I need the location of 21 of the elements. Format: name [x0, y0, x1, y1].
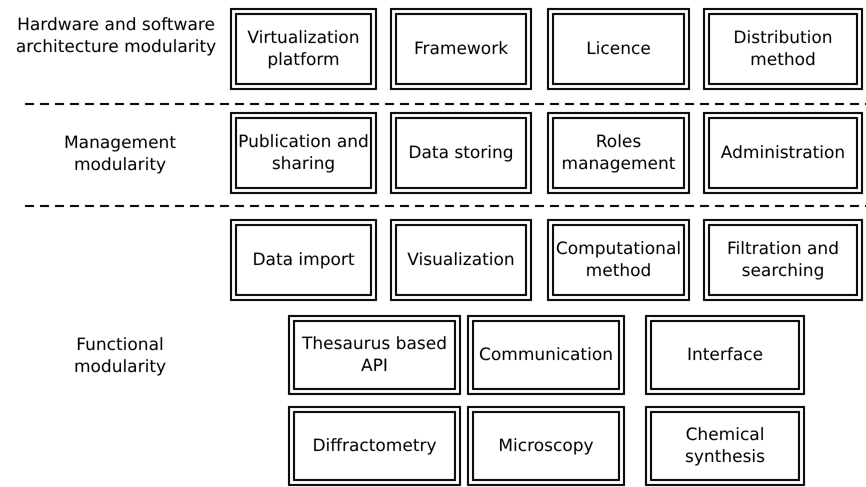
- module-box: Administration: [703, 112, 863, 194]
- module-box: Framework: [390, 8, 532, 90]
- module-box: Data storing: [390, 112, 532, 194]
- module-box: Diffractometry: [288, 406, 461, 486]
- module-box: Roles management: [547, 112, 690, 194]
- module-box: Microscopy: [467, 406, 625, 486]
- module-box: Visualization: [390, 219, 532, 301]
- module-box: Distribution method: [703, 8, 863, 90]
- layer-label: Hardware and software architecture modularity: [14, 14, 218, 58]
- module-box: Thesaurus based API: [288, 315, 461, 395]
- module-box: Computational method: [547, 219, 690, 301]
- module-box: Virtualization platform: [230, 8, 377, 90]
- module-box: Communication: [467, 315, 625, 395]
- module-box: Publication and sharing: [230, 112, 377, 194]
- module-box: Interface: [645, 315, 805, 395]
- module-box: Filtration and searching: [703, 219, 863, 301]
- module-box: Licence: [547, 8, 690, 90]
- layer-label: Functional modularity: [72, 334, 168, 378]
- layer-label: Management modularity: [63, 132, 177, 176]
- module-box: Data import: [230, 219, 377, 301]
- module-box: Chemical synthesis: [645, 406, 805, 486]
